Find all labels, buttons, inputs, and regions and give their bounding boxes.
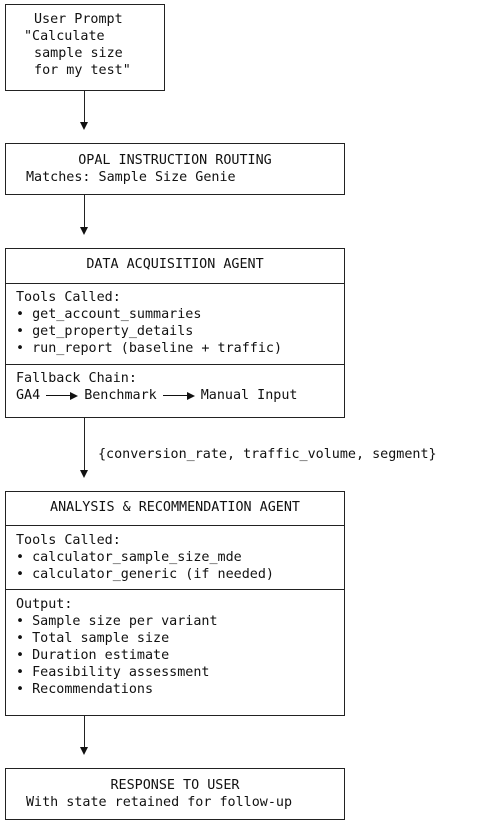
connector-2-arrowhead [80,227,88,235]
analysis-tools-heading: Tools Called: [16,533,121,548]
fallback-step-manual: Manual Input [200,388,298,403]
analysis-output-2: • Total sample size [16,631,170,646]
response-subtitle: With state retained for follow-up [26,795,293,810]
connector-3-line [84,418,85,470]
analysis-output-1: • Sample size per variant [16,614,218,629]
fallback-step-benchmark: Benchmark [84,388,157,403]
analysis-output-heading: Output: [16,597,73,612]
analysis-output-3: • Duration estimate [16,648,170,663]
data-agent-tool-3: • run_report (baseline + traffic) [16,341,283,356]
analysis-agent-title: ANALYSIS & RECOMMENDATION AGENT [50,500,300,515]
data-flow-label: {conversion_rate, traffic_volume, segmen… [98,447,437,462]
data-acquisition-node: DATA ACQUISITION AGENT Tools Called: • g… [5,248,345,418]
fallback-arrow-1-icon [46,391,79,400]
routing-subtitle: Matches: Sample Size Genie [26,170,236,185]
data-agent-tool-1: • get_account_summaries [16,307,202,322]
connector-1-line [84,91,85,122]
data-agent-title: DATA ACQUISITION AGENT [86,257,264,272]
fallback-heading: Fallback Chain: [16,371,137,386]
user-prompt-line-2: "Calculate [24,29,105,44]
analysis-output-5: • Recommendations [16,682,154,697]
connector-4-arrowhead [80,747,88,755]
connector-4-line [84,716,85,747]
user-prompt-node: User Prompt "Calculate sample size for m… [5,4,165,91]
routing-title: OPAL INSTRUCTION ROUTING [78,153,272,168]
fallback-arrow-2-icon [162,391,195,400]
connector-1-arrowhead [80,122,88,130]
user-prompt-line-1: User Prompt [34,12,123,27]
fallback-chain: GA4 Benchmark Manual Input [16,387,334,404]
fallback-step-ga4: GA4 [16,388,41,403]
analysis-node: ANALYSIS & RECOMMENDATION AGENT Tools Ca… [5,491,345,716]
analysis-tool-2: • calculator_generic (if needed) [16,567,274,582]
user-prompt-line-4: for my test" [26,63,131,78]
data-agent-tool-2: • get_property_details [16,324,194,339]
data-agent-tools-heading: Tools Called: [16,290,121,305]
routing-node: OPAL INSTRUCTION ROUTING Matches: Sample… [5,143,345,195]
connector-2-line [84,195,85,227]
response-node: RESPONSE TO USER With state retained for… [5,768,345,820]
analysis-output-4: • Feasibility assessment [16,665,210,680]
analysis-tool-1: • calculator_sample_size_mde [16,550,242,565]
response-title: RESPONSE TO USER [110,778,240,793]
connector-3-arrowhead [80,470,88,478]
user-prompt-line-3: sample size [26,46,123,61]
